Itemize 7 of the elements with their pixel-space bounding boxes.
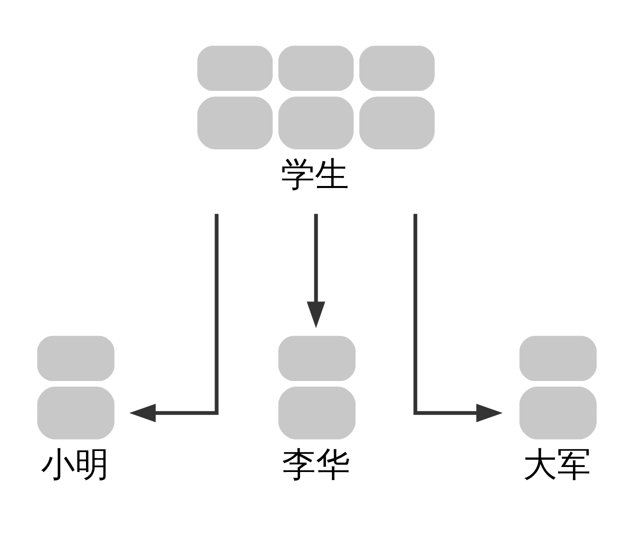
node-label: 学生 <box>281 154 350 194</box>
arrow <box>413 214 503 422</box>
node-label: 小明 <box>40 444 109 484</box>
node-label: 大军 <box>523 444 592 484</box>
arrow <box>306 214 326 328</box>
arrow <box>129 214 219 422</box>
node-label: 李华 <box>282 444 350 484</box>
